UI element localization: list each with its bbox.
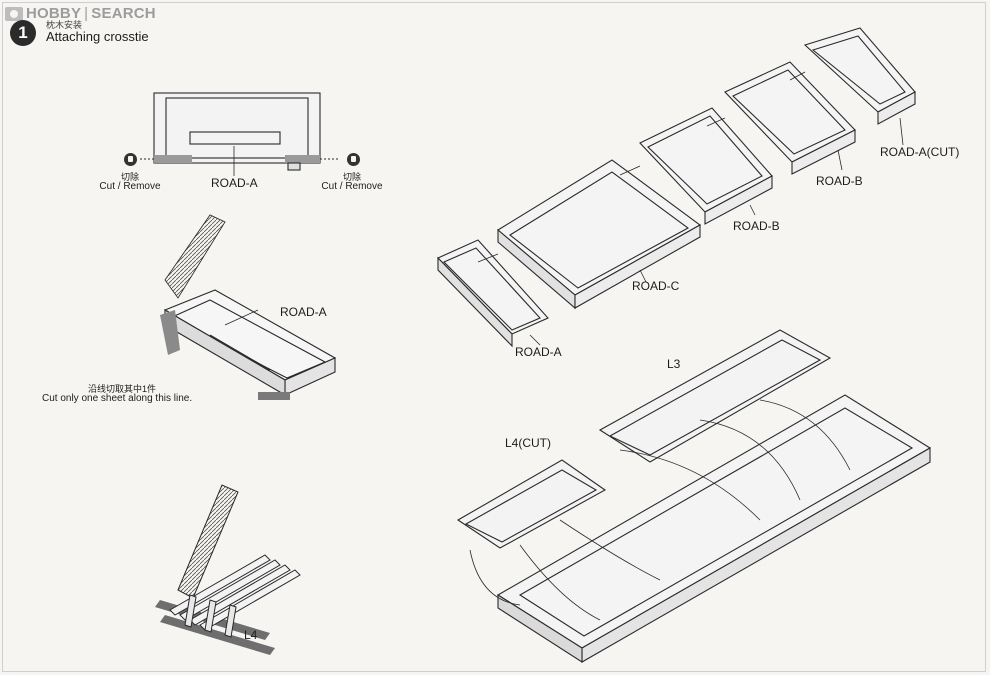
cut-cn-left: 切除: [120, 172, 139, 182]
l4-iso-cutting: [155, 484, 301, 655]
watermark-separator: |: [84, 5, 89, 22]
label-road-b-left: ROAD-B: [733, 219, 780, 233]
watermark-left: HOBBY: [26, 5, 82, 22]
road-a-front-view: [140, 92, 340, 176]
watermark-logo-icon: [5, 6, 23, 21]
cut-icon-right: [347, 153, 360, 166]
base-tray: [496, 394, 932, 664]
label-road-a-cut: ROAD-A(CUT): [880, 145, 960, 159]
cut-line-en: Cut only one sheet along this line.: [42, 393, 193, 404]
l3-crosstie-sheet: [598, 329, 832, 463]
label-road-a-top: ROAD-A: [211, 176, 258, 190]
l4-cut-crosstie-sheet: [456, 459, 607, 549]
road-assembly-row: [437, 27, 916, 348]
cut-en-right: Cut / Remove: [321, 181, 383, 192]
watermark: HOBBY | SEARCH: [5, 5, 156, 22]
step-number-badge: 1: [10, 20, 36, 46]
road-b-piece-2: [724, 61, 856, 175]
crosstie-assembly: [456, 329, 932, 664]
label-l4-cut: L4(CUT): [505, 436, 552, 450]
label-l4-bottom: L4: [244, 628, 258, 642]
label-road-a-mid: ROAD-A: [280, 305, 327, 319]
road-a-cut-piece: [803, 27, 916, 125]
step-title-cn: 枕木安装: [46, 20, 83, 30]
road-c-piece: [497, 159, 702, 310]
label-l3: L3: [667, 357, 681, 371]
label-road-a-left: ROAD-A: [515, 345, 562, 359]
label-road-c: ROAD-C: [632, 279, 680, 293]
road-a-iso-cutting: [160, 214, 337, 400]
label-road-b-right: ROAD-B: [816, 174, 863, 188]
road-b-piece-1: [639, 107, 773, 225]
watermark-right: SEARCH: [91, 5, 156, 22]
cut-cn-right: 切除: [342, 172, 361, 182]
step-title: Attaching crosstie: [46, 29, 149, 44]
road-a-left-piece: [437, 239, 549, 348]
cut-icon-left: [124, 153, 137, 166]
cut-line-cn: 沿线切取其中1件: [88, 384, 157, 394]
cut-en-left: Cut / Remove: [99, 181, 161, 192]
